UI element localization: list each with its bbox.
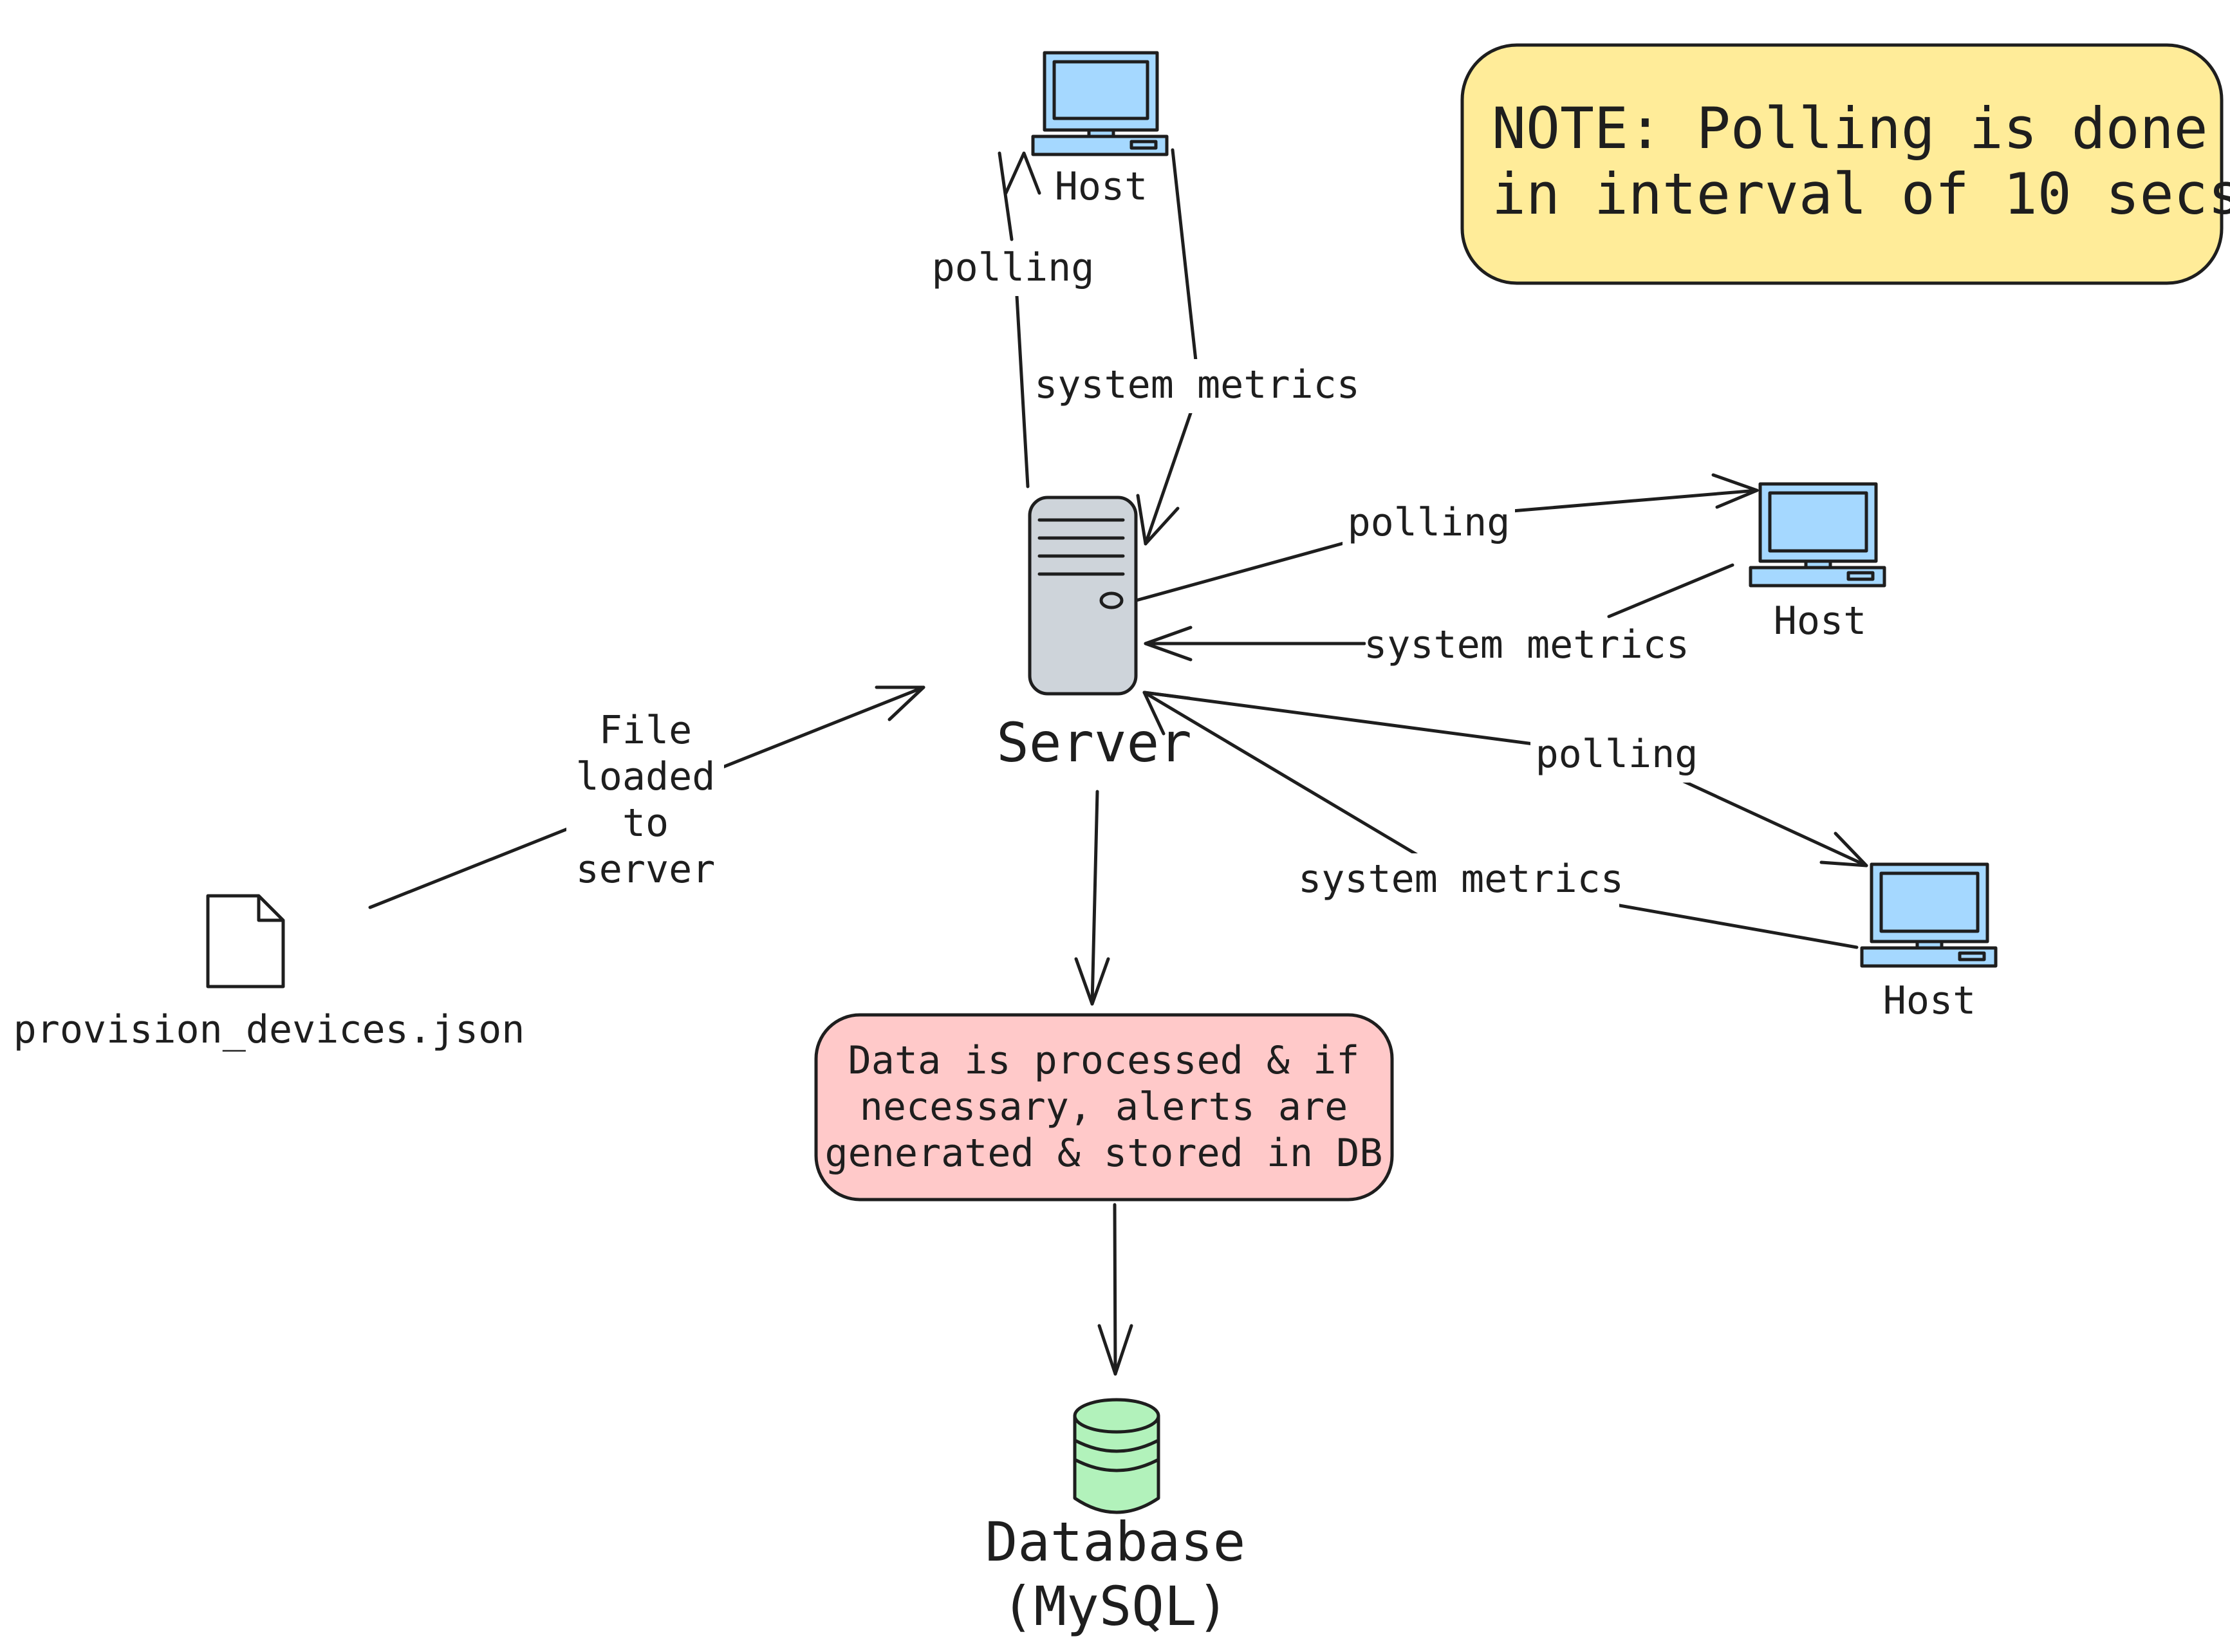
process-box: Data is processed & if necessary, alerts…	[814, 1013, 1394, 1202]
process-line-1: Data is processed & if	[848, 1038, 1360, 1083]
edge-polling-right: polling	[1129, 473, 1759, 604]
edge-line	[1142, 691, 1421, 858]
arrowhead	[1142, 691, 1191, 736]
arrowhead	[1074, 957, 1110, 1006]
process-line-3: generated & stored in DB	[825, 1131, 1383, 1176]
process-line-2: necessary, alerts are	[860, 1084, 1348, 1129]
edge-label-system-metrics: system metrics	[1034, 362, 1360, 407]
edge-line	[1090, 790, 1099, 1006]
laptop-base	[1749, 566, 1886, 588]
host-bottom-right: Host	[1860, 862, 1998, 1023]
laptop-screen	[1879, 871, 1980, 933]
server-node: Server	[996, 496, 1192, 774]
edge-line	[1607, 563, 1734, 618]
edge-process-to-database	[1097, 1203, 1133, 1376]
edge-label-polling: polling	[1348, 500, 1510, 545]
edge-line	[1015, 294, 1030, 488]
host-top: Host	[1031, 51, 1169, 209]
arrowhead	[1819, 831, 1868, 868]
laptop-base	[1860, 946, 1998, 968]
database-label-line-2: (MySQL)	[1001, 1575, 1229, 1638]
laptop-screen	[1768, 491, 1868, 553]
edge-line	[1666, 772, 1868, 868]
edge-metrics-bottom-right: system metrics	[1142, 691, 1859, 949]
edge-polling-top: polling	[927, 151, 1099, 488]
file-label: provision_devices.json	[14, 1007, 525, 1052]
arrowhead	[1136, 494, 1180, 546]
edge-metrics-right: system metrics	[1144, 563, 1734, 673]
laptop-screen	[1052, 60, 1149, 120]
edge-file-to-server: File loaded to server	[368, 685, 925, 909]
laptop-icon	[1860, 862, 1998, 968]
edge-label-bg	[566, 705, 724, 891]
database-top	[1073, 1398, 1160, 1434]
host-label: Host	[1055, 164, 1148, 209]
edge-metrics-top: system metrics	[1034, 148, 1360, 546]
edge-label-line-2: loaded	[576, 754, 716, 799]
arrowhead	[1004, 151, 1041, 195]
database-label-line-1: Database	[985, 1510, 1246, 1573]
arrowhead	[1144, 626, 1193, 662]
edge-line	[1503, 488, 1759, 514]
edge-label-system-metrics: system metrics	[1298, 857, 1624, 902]
server-tower-icon	[1028, 496, 1138, 696]
edge-label-line-4: server	[576, 847, 716, 892]
database-ring	[1073, 1458, 1160, 1472]
laptop-slot	[1958, 951, 1986, 961]
laptop-icon	[1749, 482, 1886, 588]
edge-label-bg	[1036, 359, 1358, 413]
note-box: NOTE: Polling is done in interval of 10 …	[1460, 43, 2230, 285]
arrowhead	[1097, 1324, 1133, 1376]
edge-label-bg	[1297, 853, 1619, 907]
edge-label-line-3: to	[622, 801, 669, 846]
edge-line	[1581, 897, 1859, 949]
edge-label-system-metrics: system metrics	[1364, 622, 1689, 667]
laptop-base	[1031, 135, 1169, 156]
host-label: Host	[1774, 599, 1867, 644]
host-right: Host	[1749, 482, 1886, 644]
edge-polling-bottom-right: polling	[1142, 691, 1868, 868]
edge-server-to-process	[1074, 790, 1110, 1006]
file-corner	[257, 896, 283, 922]
edge-label-polling: polling	[932, 245, 1095, 290]
edge-label-line-1: File	[599, 708, 692, 753]
database-icon	[1073, 1398, 1160, 1514]
laptop-slot	[1129, 140, 1158, 150]
note-line-1: NOTE: Polling is done	[1492, 95, 2208, 162]
note-line-2: in interval of 10 secs	[1492, 161, 2230, 227]
arrowhead	[875, 685, 925, 721]
edge-label-bg	[1366, 619, 1687, 673]
edge-label-bg	[1343, 497, 1515, 551]
database-ring	[1073, 1438, 1160, 1453]
laptop-icon	[1031, 51, 1169, 156]
arrowhead	[1711, 473, 1759, 509]
server-label: Server	[996, 711, 1191, 774]
edge-line	[1171, 148, 1198, 362]
edge-line	[1144, 407, 1194, 546]
edge-label-bg	[927, 242, 1099, 296]
edge-label-bg	[1530, 729, 1703, 783]
database-node: Database (MySQL)	[985, 1398, 1246, 1638]
host-label: Host	[1883, 978, 1976, 1023]
edge-line	[1142, 691, 1540, 747]
file-node: provision_devices.json	[14, 894, 525, 1052]
edge-label-polling: polling	[1536, 732, 1698, 777]
server-body	[1028, 496, 1138, 696]
process-box-shape	[814, 1013, 1394, 1202]
laptop-slot	[1846, 571, 1875, 581]
server-power-button	[1099, 591, 1124, 609]
file-icon	[206, 894, 285, 988]
database-body	[1073, 1414, 1160, 1514]
edge-line	[998, 151, 1014, 241]
edge-line	[1129, 540, 1350, 604]
note-box-shape	[1460, 43, 2224, 285]
